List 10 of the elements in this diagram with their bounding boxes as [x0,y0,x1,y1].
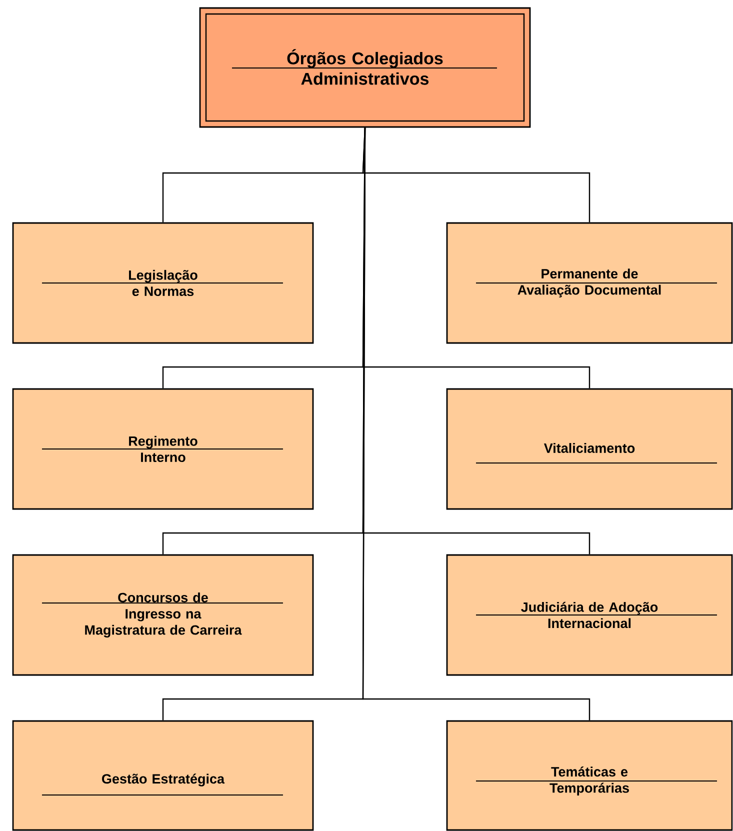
org-box: Vitaliciamento [446,388,733,510]
org-box: Órgãos Colegiados Administrativos [199,7,531,128]
org-box: Regimento Interno [12,388,314,510]
org-box: Temáticas e Temporárias [446,720,733,831]
connector-line [362,128,590,720]
org-box: Judiciária de Adoção Internacional [446,554,733,676]
org-box: Gestão Estratégica [12,720,314,831]
org-box: Permanente de Avaliação Documental [446,222,733,344]
org-box: Legislação e Normas [12,222,314,344]
org-box: Concursos de Ingresso na Magistratura de Carreira [12,554,314,676]
